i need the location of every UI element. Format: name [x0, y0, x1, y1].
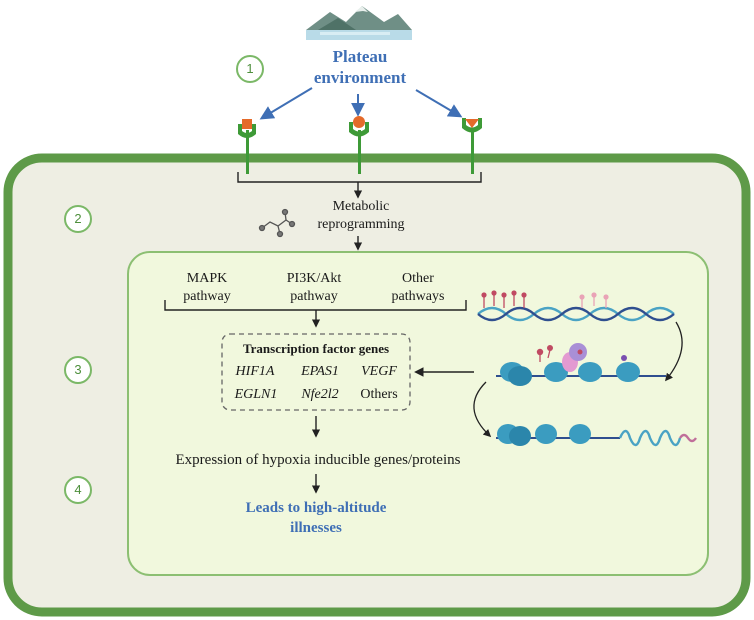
gene-epas1: EPAS1	[301, 364, 339, 379]
mapk-label: MAPK pathway	[172, 270, 242, 306]
tf-title: Transcription factor genes	[242, 341, 390, 356]
chromatin-icon	[496, 424, 697, 447]
other-line1: Other	[402, 271, 434, 286]
gene-egln1: EGLN1	[234, 387, 278, 402]
receptor-triangle-icon	[462, 118, 482, 174]
pi3k-line2: pathway	[290, 289, 338, 304]
step-2-badge: 2	[64, 205, 92, 233]
expression-label: Expression of hypoxia inducible genes/pr…	[175, 452, 461, 468]
nucleus	[127, 251, 709, 576]
outcome-line2: illnesses	[290, 520, 342, 536]
receptor-square-icon	[238, 119, 256, 174]
chromatin-to-open-arrow	[473, 381, 492, 438]
gene-vegf: VEGF	[361, 364, 397, 379]
plateau-line1: Plateau	[332, 47, 388, 66]
mapk-line1: MAPK	[186, 271, 228, 286]
other-pathways-label: Other pathways	[376, 270, 460, 306]
outcome-line1: Leads to high-altitude	[245, 500, 387, 516]
mapk-line2: pathway	[183, 289, 231, 304]
gene-hif1a: HIF1A	[235, 364, 275, 379]
tf-box	[221, 333, 411, 411]
step-3-badge: 3	[64, 356, 92, 384]
metabolic-line1: Metabolic	[332, 199, 390, 214]
gene-nfe2l2: Nfe2l2	[301, 387, 339, 402]
metabolic-label: Metabolic reprogramming	[306, 198, 416, 234]
dna-methylation-icon	[477, 290, 675, 322]
pi3k-label: PI3K/Akt pathway	[272, 270, 356, 306]
other-line2: pathways	[391, 289, 445, 304]
env-arrow-left	[259, 87, 313, 120]
step-1-badge: 1	[236, 55, 264, 83]
outcome-label: Leads to high-altitude illnesses	[206, 498, 426, 538]
receptor-circle-icon	[349, 116, 369, 174]
plateau-label: Plateau environment	[310, 46, 410, 88]
dna-to-chromatin-arrow	[665, 321, 683, 382]
plateau-line2: environment	[313, 68, 407, 87]
receptor-bracket	[237, 172, 482, 183]
histone-modification-icon	[496, 343, 666, 386]
pi3k-line1: PI3K/Akt	[286, 271, 342, 286]
molecule-icon	[258, 208, 296, 238]
mountain-icon	[306, 2, 412, 40]
step-4-badge: 4	[64, 476, 92, 504]
metabolic-line2: reprogramming	[317, 217, 405, 232]
env-arrow-right	[415, 89, 463, 118]
gene-others: Others	[360, 387, 398, 402]
